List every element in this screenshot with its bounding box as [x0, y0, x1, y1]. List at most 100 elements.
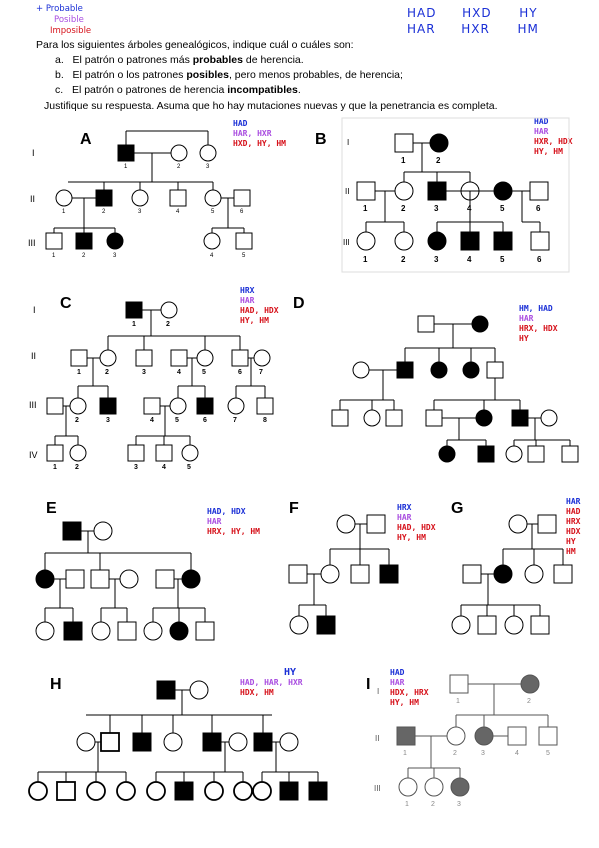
- svg-text:5: 5: [202, 369, 206, 376]
- svg-text:2: 2: [102, 209, 106, 215]
- male: [449, 674, 469, 694]
- female-affected: [169, 621, 189, 641]
- svg-text:3: 3: [481, 750, 485, 757]
- pedigree-a: I II III: [28, 130, 253, 250]
- male: [385, 409, 403, 427]
- svg-text:II: II: [375, 734, 379, 743]
- svg-text:3: 3: [142, 369, 146, 376]
- male-affected: [202, 732, 222, 752]
- panel-label-h: H: [50, 676, 62, 693]
- legend-posible: Posible: [54, 15, 84, 25]
- male-affected: [316, 615, 336, 635]
- svg-text:5: 5: [242, 253, 246, 259]
- male-affected: [196, 397, 214, 415]
- female: [289, 615, 309, 635]
- answers-e: HAD, HDX HAR HRX, HY, HM: [207, 507, 260, 536]
- svg-text:2: 2: [401, 204, 406, 213]
- female: [163, 732, 183, 752]
- svg-text:4: 4: [177, 369, 181, 376]
- svg-text:2: 2: [82, 253, 86, 259]
- svg-text:4: 4: [210, 253, 214, 259]
- female-affected: [493, 564, 513, 584]
- male: [46, 444, 64, 462]
- gen-label: II: [30, 194, 35, 204]
- pedigree-h: [28, 680, 328, 801]
- pattern-hxd: HXD: [462, 6, 492, 20]
- male: [127, 444, 145, 462]
- legend-probable: + Probable: [36, 4, 83, 14]
- svg-text:7: 7: [259, 369, 263, 376]
- male: [135, 349, 153, 367]
- male: [462, 564, 482, 584]
- female-affected: [429, 133, 449, 153]
- female: [508, 514, 528, 534]
- female-affected: [471, 315, 489, 333]
- svg-text:3: 3: [434, 204, 439, 213]
- svg-text:5: 5: [546, 750, 550, 757]
- patterns-header: HAD HXD HY HAR HXR HM: [407, 5, 539, 37]
- male: [45, 232, 63, 250]
- svg-text:III: III: [374, 784, 381, 793]
- female: [86, 781, 106, 801]
- male-affected: [117, 144, 135, 162]
- female-affected: [430, 361, 448, 379]
- svg-text:III: III: [29, 400, 37, 410]
- female: [253, 349, 271, 367]
- svg-text:5: 5: [500, 204, 505, 213]
- pedigree-e: [35, 521, 215, 641]
- female: [28, 781, 48, 801]
- svg-text:3: 3: [106, 417, 110, 424]
- svg-text:1: 1: [52, 253, 56, 259]
- svg-text:5: 5: [500, 255, 505, 264]
- female: [336, 514, 356, 534]
- female: [55, 189, 73, 207]
- female: [352, 361, 370, 379]
- male-affected: [174, 781, 194, 801]
- svg-text:2: 2: [527, 698, 531, 705]
- male: [537, 514, 557, 534]
- female: [93, 521, 113, 541]
- female-affected: [475, 409, 493, 427]
- male: [356, 181, 376, 201]
- svg-text:1: 1: [77, 369, 81, 376]
- male: [366, 514, 386, 534]
- female: [116, 781, 136, 801]
- female: [504, 615, 524, 635]
- male: [155, 444, 173, 462]
- male-affected: [156, 680, 176, 700]
- pattern-har: HAR: [407, 22, 436, 36]
- male-affected: [95, 189, 113, 207]
- svg-text:I: I: [33, 305, 36, 315]
- female: [204, 189, 222, 207]
- svg-text:2: 2: [177, 164, 181, 170]
- svg-text:6: 6: [240, 209, 244, 215]
- male: [90, 569, 110, 589]
- male: [288, 564, 308, 584]
- svg-text:3: 3: [434, 255, 439, 264]
- female-affected: [450, 777, 470, 797]
- pedigree-b: I II III: [341, 117, 570, 273]
- svg-text:IV: IV: [29, 450, 38, 460]
- female: [69, 444, 87, 462]
- legend: + Probable Posible Imposible: [36, 4, 91, 37]
- svg-text:1: 1: [401, 156, 406, 165]
- male: [529, 181, 549, 201]
- male: [65, 569, 85, 589]
- svg-text:1: 1: [405, 801, 409, 808]
- female: [143, 621, 163, 641]
- male-affected: [511, 409, 529, 427]
- female: [398, 777, 418, 797]
- svg-text:6: 6: [238, 369, 242, 376]
- female: [169, 397, 187, 415]
- male-affected: [460, 231, 480, 251]
- female: [524, 564, 544, 584]
- svg-text:3: 3: [113, 253, 117, 259]
- svg-text:2: 2: [75, 464, 79, 471]
- female: [363, 409, 381, 427]
- male: [530, 615, 550, 635]
- svg-text:1: 1: [53, 464, 57, 471]
- svg-text:1: 1: [363, 255, 368, 264]
- pattern-hy: HY: [519, 6, 538, 20]
